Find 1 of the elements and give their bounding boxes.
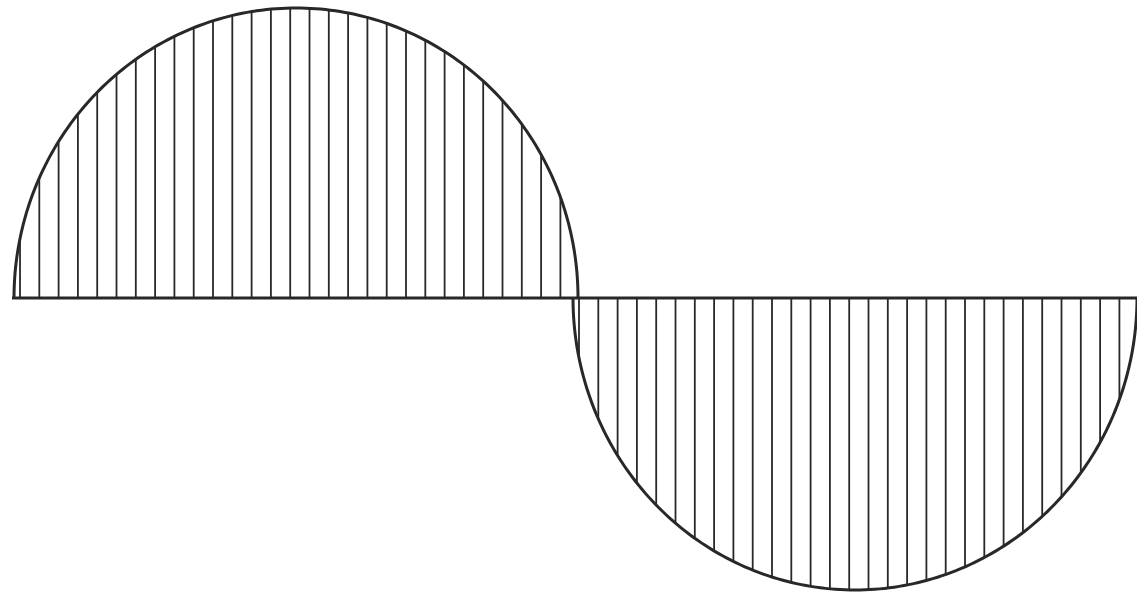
- sine-wave-drawing: [12, 6, 1137, 592]
